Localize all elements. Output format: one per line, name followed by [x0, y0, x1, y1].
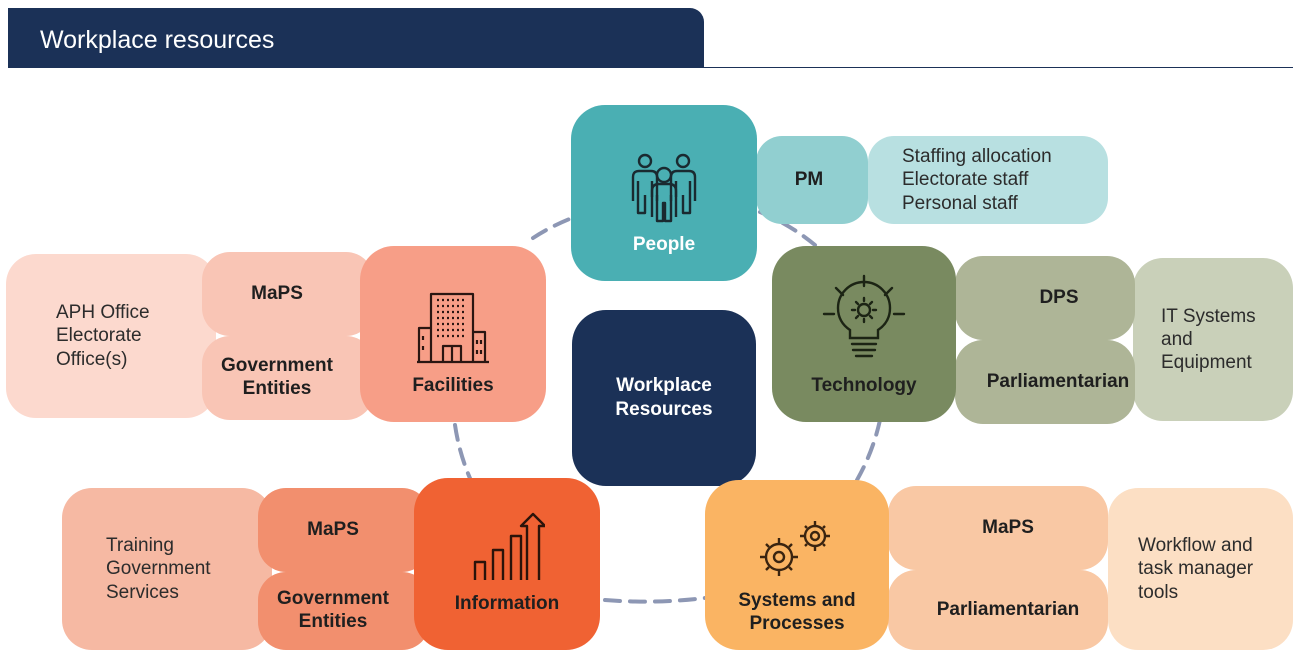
page-title-bar: Workplace resources	[8, 8, 704, 68]
technology-owner-dps: DPS	[955, 256, 1135, 340]
hub-systems-and-processes: Systems and Processes	[705, 480, 889, 650]
people-owner-pm: PM	[756, 136, 868, 224]
gears-icon	[760, 520, 830, 576]
people-group-icon	[631, 154, 697, 223]
hub-people: People	[571, 105, 757, 281]
information-details: Training Government Services	[62, 488, 272, 650]
page-title: Workplace resources	[40, 26, 275, 54]
hub-technology: Technology	[772, 246, 956, 422]
people-details: Staffing allocation Electorate staff Per…	[868, 136, 1108, 224]
hub-technology-label: Technology	[811, 375, 917, 397]
title-underline	[704, 67, 1293, 68]
office-building-icon	[417, 293, 489, 364]
hub-systems-label: Systems and Processes	[738, 589, 856, 635]
hub-information-label: Information	[454, 593, 560, 615]
information-owner-government-entities: Government Entities	[258, 572, 430, 650]
information-owner-maps: MaPS	[258, 488, 430, 572]
technology-details: IT Systems and Equipment	[1133, 258, 1293, 421]
hub-people-label: People	[632, 234, 696, 256]
hub-facilities-label: Facilities	[412, 375, 494, 397]
systems-owner-parliamentarian: Parliamentarian	[888, 570, 1108, 650]
facilities-owner-maps: MaPS	[202, 252, 374, 336]
lightbulb-gear-icon	[822, 275, 906, 358]
bar-chart-arrow-icon	[473, 513, 545, 581]
hub-facilities: Facilities	[360, 246, 546, 422]
systems-details: Workflow and task manager tools	[1108, 488, 1293, 650]
facilities-details: APH Office Electorate Office(s)	[6, 254, 216, 418]
hub-information: Information	[414, 478, 600, 650]
systems-owner-maps: MaPS	[888, 486, 1108, 570]
facilities-owner-government-entities: Government Entities	[202, 336, 374, 420]
center-workplace-resources: Workplace Resources	[572, 310, 756, 486]
technology-owner-parliamentarian: Parliamentarian	[955, 340, 1135, 424]
